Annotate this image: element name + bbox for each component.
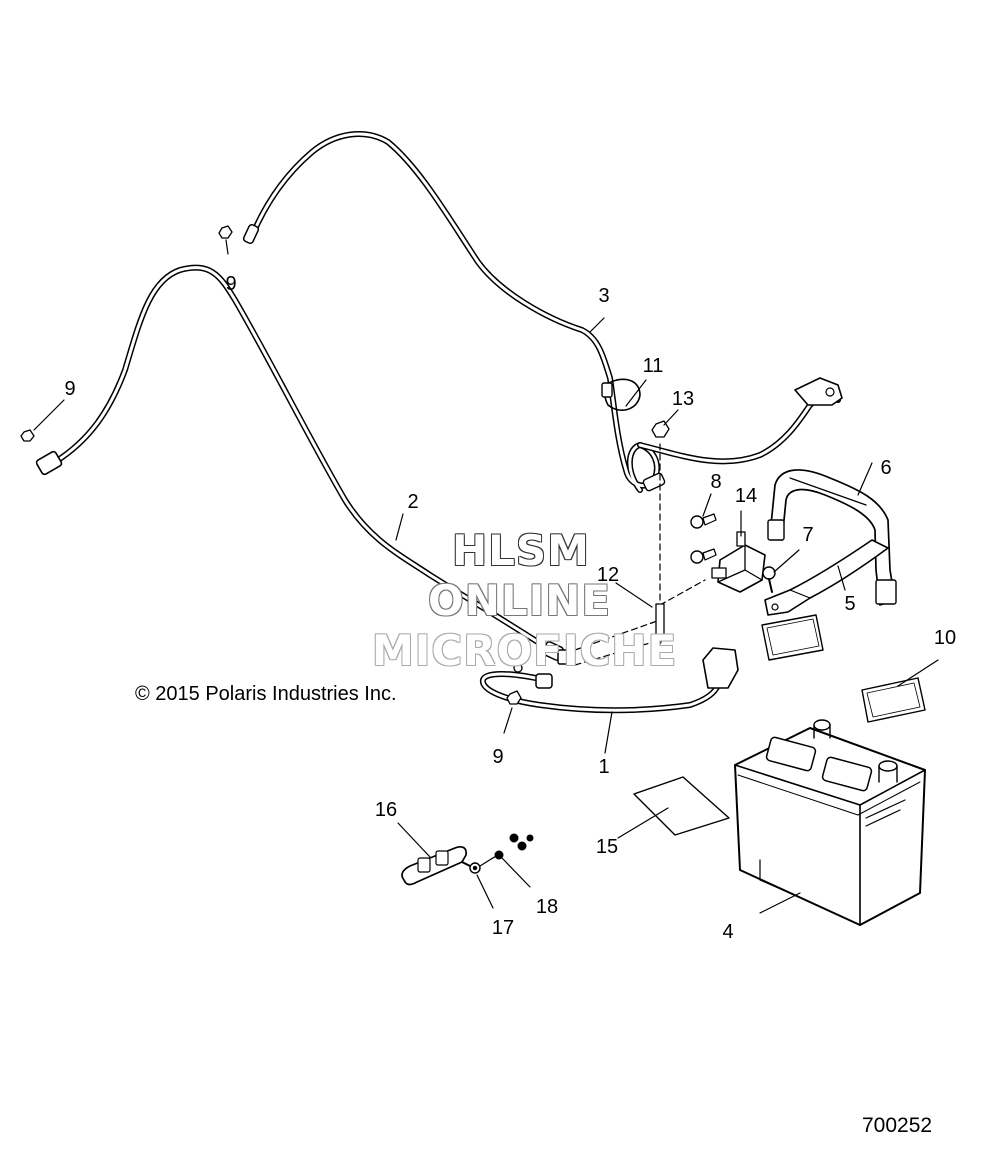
cable-3 xyxy=(242,131,843,493)
leader-lines xyxy=(33,239,939,914)
cable-2 xyxy=(35,264,573,665)
nut-13 xyxy=(651,420,670,438)
cable-1 xyxy=(480,647,739,714)
pad-upper xyxy=(761,614,824,661)
copyright-text: © 2015 Polaris Industries Inc. xyxy=(135,683,397,705)
bracket-5 xyxy=(764,539,889,616)
document-number: 700252 xyxy=(862,1114,933,1137)
callout-11: 11 xyxy=(642,355,664,377)
watermark-line-2: ONLINE xyxy=(428,576,612,625)
strap-6 xyxy=(767,469,897,606)
nut-9-left xyxy=(20,429,35,442)
callout-7: 7 xyxy=(802,524,814,546)
hardware-17 xyxy=(469,862,481,874)
callout-6: 6 xyxy=(880,457,892,479)
callout-5: 5 xyxy=(844,593,856,615)
callout-13: 13 xyxy=(671,388,695,410)
callout-1: 1 xyxy=(598,756,610,778)
hardware-18 xyxy=(479,833,534,867)
callout-3: 3 xyxy=(598,285,610,307)
watermark-line-3: MICROFICHE xyxy=(372,626,678,675)
callout-18: 18 xyxy=(535,896,559,918)
bolt-8 xyxy=(690,513,717,564)
watermark-line-1: HLSM xyxy=(452,526,590,575)
battery-4 xyxy=(734,719,926,926)
callout-9-left: 9 xyxy=(64,378,76,400)
callout-16: 16 xyxy=(374,799,398,821)
pad-10 xyxy=(861,677,926,723)
callout-12: 12 xyxy=(596,564,620,586)
pad-15 xyxy=(633,776,730,836)
callout-9-bottom: 9 xyxy=(492,746,504,768)
callout-17: 17 xyxy=(491,917,515,939)
callout-10: 10 xyxy=(933,627,957,649)
callout-9-top: 9 xyxy=(225,273,237,295)
nut-9-top xyxy=(218,225,233,239)
callout-8: 8 xyxy=(710,471,722,493)
callout-15: 15 xyxy=(595,836,619,858)
callout-14: 14 xyxy=(734,485,758,507)
bolt-12 xyxy=(574,443,706,666)
callout-2: 2 xyxy=(407,491,419,513)
relay-14 xyxy=(711,531,766,593)
bolt-7 xyxy=(762,566,776,593)
fuse-holder-16 xyxy=(401,845,479,886)
nut-9-bottom xyxy=(506,690,522,705)
callout-4: 4 xyxy=(722,921,734,943)
cable-tie-11 xyxy=(601,378,641,411)
